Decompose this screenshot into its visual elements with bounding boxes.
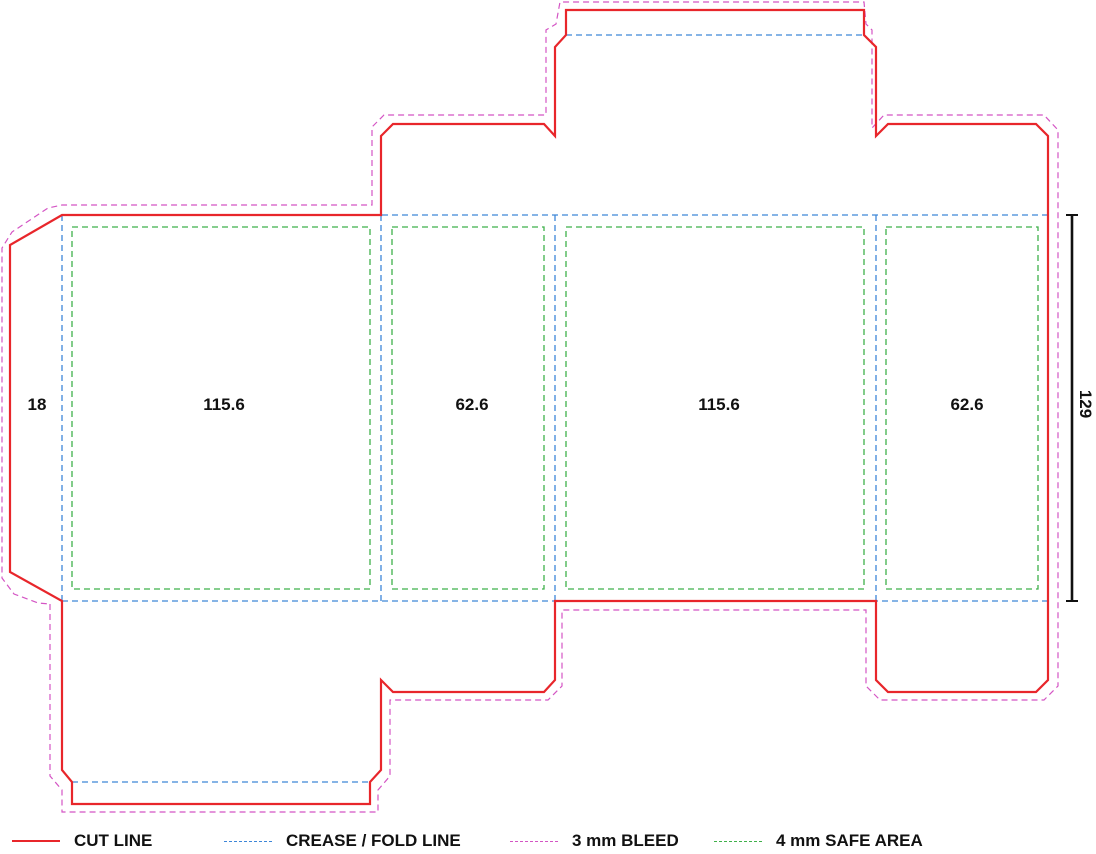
legend-item-cut-line: CUT LINE [12,828,152,854]
legend-label-safe-area: 4 mm SAFE AREA [776,831,923,850]
legend-item-bleed: 3 mm BLEED [510,828,679,854]
glue-flap-width-label: 18 [28,395,47,414]
legend-item-crease-line: CREASE / FOLD LINE [224,828,461,854]
side-panel-left-width-label: 62.6 [455,395,488,414]
safe-area-side-left [391,226,545,590]
legend: CUT LINE CREASE / FOLD LINE 3 mm BLEED 4… [0,828,1096,854]
cut-line-outline [8,8,1050,806]
bleed-swatch [510,840,558,842]
side-panel-right-width-label: 62.6 [950,395,983,414]
legend-label-cut-line: CUT LINE [74,831,153,850]
safe-area-side-right [885,226,1039,590]
front-panel-width-label: 115.6 [203,395,245,414]
legend-item-safe-area: 4 mm SAFE AREA [714,828,923,854]
safe-area-swatch [714,840,762,842]
safe-areas [71,226,1039,590]
height-dimension: 129 [1066,214,1095,602]
height-dimension-label: 129 [1076,390,1095,418]
cut-line-swatch [12,840,60,842]
legend-label-crease-line: CREASE / FOLD LINE [286,831,461,850]
legend-label-bleed: 3 mm BLEED [572,831,679,850]
crease-line-swatch [224,840,272,842]
bleed-outline [1,1,1059,813]
back-panel-width-label: 115.6 [698,395,740,414]
